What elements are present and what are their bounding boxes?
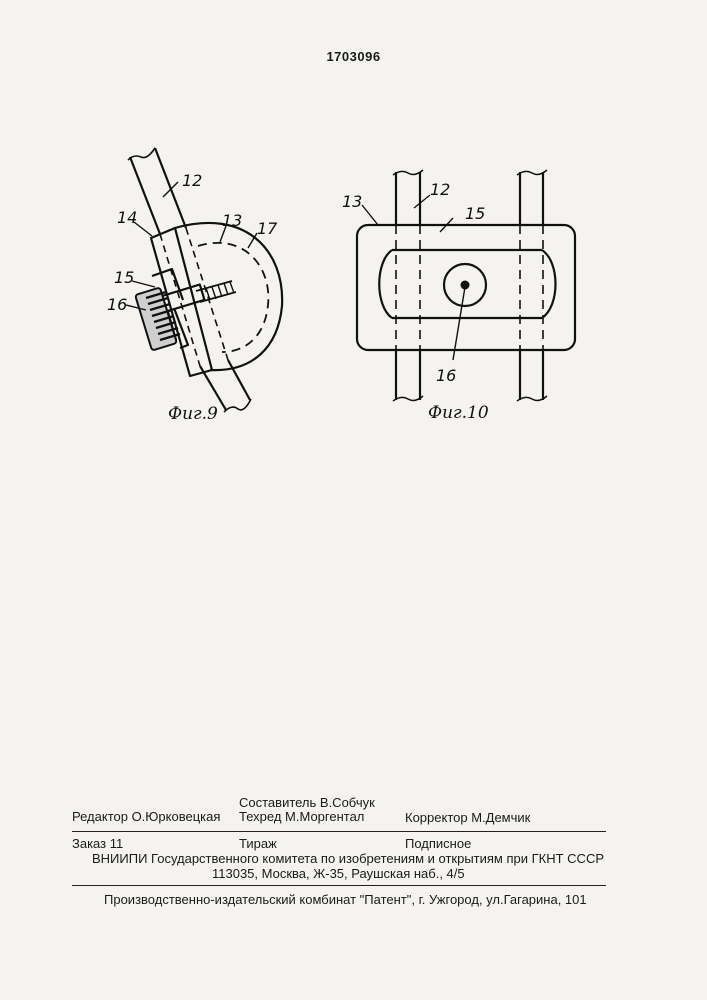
figure-9 [126, 148, 282, 412]
fig9-label-knob: 16 [107, 295, 127, 314]
fig10-knob [444, 264, 486, 306]
fig10-label-knob: 16 [436, 366, 456, 385]
imprint-order: Заказ 11 [72, 836, 123, 851]
imprint-editor: Редактор О.Юрковецкая [72, 809, 220, 824]
fig9-caption: Фиг.9 [168, 404, 218, 424]
imprint-circulation: Тираж [239, 836, 277, 851]
imprint-institute: ВНИИПИ Государственного комитета по изоб… [92, 851, 604, 866]
fig10-label-plate: 13 [342, 192, 362, 211]
fig9-label-bracket: 15 [114, 268, 134, 287]
imprint-corrector: Корректор М.Демчик [405, 810, 530, 825]
fig10-leaders [362, 195, 465, 360]
imprint-rule-top [72, 831, 606, 832]
fig9-label-rod: 12 [182, 171, 202, 190]
fig9-label-groove: 17 [257, 219, 278, 238]
fig9-label-block: 14 [117, 208, 137, 227]
imprint-subscription: Подписное [405, 836, 471, 851]
imprint-techred: Техред М.Моргентал [239, 809, 364, 824]
imprint-composer: Составитель В.Собчук [239, 795, 375, 810]
fig10-rod-right [517, 170, 547, 401]
drawings: 12 14 13 17 15 16 Фиг.9 [0, 0, 707, 760]
imprint-rule-bottom [72, 885, 606, 886]
fig10-label-rod: 12 [430, 180, 450, 199]
fig9-label-plate: 13 [222, 211, 242, 230]
fig10-caption: Фиг.10 [428, 403, 489, 423]
imprint-address: 113035, Москва, Ж-35, Раушская наб., 4/5 [212, 866, 465, 881]
imprint-publisher: Производственно-издательский комбинат "П… [104, 892, 587, 907]
fig10-label-bracket: 15 [465, 204, 485, 223]
